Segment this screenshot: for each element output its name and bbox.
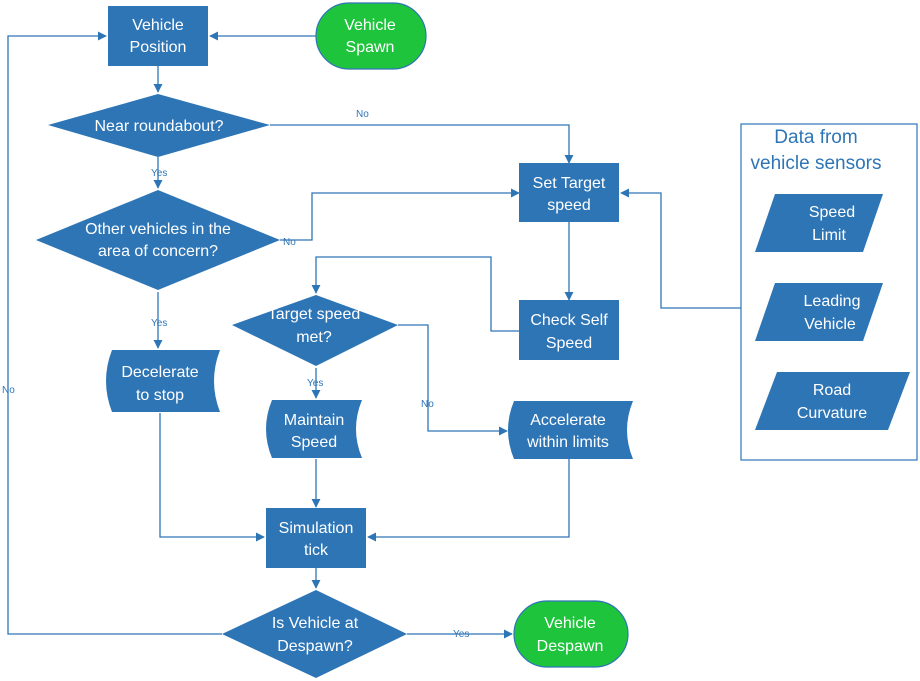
node-vehicle-spawn-line1: Vehicle xyxy=(344,17,396,34)
edge-despawn-no-to-position xyxy=(7,31,222,635)
label-despawn-no: No xyxy=(2,385,15,396)
sensor-road-curvature-line2: Curvature xyxy=(797,405,867,422)
node-other-vehicles-line1: Other vehicles in the xyxy=(85,221,231,238)
edge-roundabout-no-to-set-target xyxy=(270,124,574,164)
edge-sensors-to-set-target xyxy=(620,188,741,309)
node-set-target-speed-line2: speed xyxy=(547,197,591,214)
node-vehicle-position-line2: Position xyxy=(130,39,187,56)
sensors-panel: Data from vehicle sensors Speed Limit Le… xyxy=(740,123,918,461)
edge-other-no-to-set-target xyxy=(280,188,520,241)
node-check-self-speed-line1: Check Self xyxy=(530,312,608,329)
edge-accelerate-to-tick xyxy=(367,459,570,542)
node-check-self-speed: Check Self Speed xyxy=(519,300,619,360)
node-vehicle-despawn: Vehicle Despawn xyxy=(513,600,629,668)
sensor-speed-limit-line2: Limit xyxy=(812,227,846,244)
sensor-leading-vehicle: Leading Vehicle xyxy=(755,283,883,341)
sensor-road-curvature: Road Curvature xyxy=(755,372,910,430)
node-vehicle-position: Vehicle Position xyxy=(108,6,208,66)
label-met-yes: Yes xyxy=(307,378,323,389)
node-maintain-speed-line1: Maintain xyxy=(284,412,344,429)
node-target-speed-met-line2: met? xyxy=(296,329,332,346)
edge-decelerate-to-tick xyxy=(159,413,265,542)
edge-check-self-to-target-met xyxy=(311,256,519,332)
sensor-leading-vehicle-line1: Leading xyxy=(804,293,861,310)
sensors-panel-title-line2: vehicle sensors xyxy=(751,153,882,174)
label-roundabout-no: No xyxy=(356,109,369,120)
label-other-no: No xyxy=(283,237,296,248)
node-set-target-speed: Set Target speed xyxy=(519,163,619,222)
node-decelerate-line1: Decelerate xyxy=(121,364,198,381)
node-near-roundabout-line1: Near roundabout? xyxy=(95,118,224,135)
sensor-leading-vehicle-line2: Vehicle xyxy=(804,316,856,333)
node-simulation-tick-line2: tick xyxy=(304,542,329,559)
node-other-vehicles: Other vehicles in the area of concern? xyxy=(36,190,280,290)
label-despawn-yes: Yes xyxy=(453,629,469,640)
node-vehicle-despawn-line2: Despawn xyxy=(537,638,604,655)
node-accelerate-line1: Accelerate xyxy=(530,412,606,429)
node-target-speed-met-line1: Target speed xyxy=(268,306,361,323)
node-at-despawn-line2: Despawn? xyxy=(277,638,353,655)
node-decelerate-line2: to stop xyxy=(136,387,184,404)
node-accelerate: Accelerate within limits xyxy=(508,401,633,459)
node-simulation-tick-line1: Simulation xyxy=(279,520,354,537)
node-decelerate: Decelerate to stop xyxy=(106,350,220,412)
node-accelerate-line2: within limits xyxy=(526,434,609,451)
node-set-target-speed-line1: Set Target xyxy=(533,175,606,192)
node-vehicle-spawn-line2: Spawn xyxy=(346,39,395,56)
node-maintain-speed-line2: Speed xyxy=(291,434,337,451)
node-vehicle-spawn: Vehicle Spawn xyxy=(315,2,427,70)
edges xyxy=(7,31,741,639)
node-target-speed-met: Target speed met? xyxy=(232,295,398,366)
node-vehicle-position-line1: Vehicle xyxy=(132,17,184,34)
node-simulation-tick: Simulation tick xyxy=(266,508,366,568)
node-vehicle-despawn-line1: Vehicle xyxy=(544,615,596,632)
edge-target-met-no-to-accelerate xyxy=(398,324,508,436)
edge-labels: No Yes No Yes Yes No No Yes xyxy=(2,109,469,640)
node-at-despawn: Is Vehicle at Despawn? xyxy=(222,590,407,678)
sensor-road-curvature-line1: Road xyxy=(813,382,851,399)
sensor-speed-limit: Speed Limit xyxy=(755,194,883,252)
node-other-vehicles-line2: area of concern? xyxy=(98,243,218,260)
node-near-roundabout: Near roundabout? xyxy=(48,94,270,157)
label-other-yes: Yes xyxy=(151,318,167,329)
node-maintain-speed: Maintain Speed xyxy=(266,400,362,458)
sensors-panel-title-line1: Data from xyxy=(774,127,857,148)
node-check-self-speed-line2: Speed xyxy=(546,335,592,352)
label-met-no: No xyxy=(421,399,434,410)
label-roundabout-yes: Yes xyxy=(151,168,167,179)
node-at-despawn-line1: Is Vehicle at xyxy=(272,615,359,632)
sensor-speed-limit-line1: Speed xyxy=(809,204,855,221)
